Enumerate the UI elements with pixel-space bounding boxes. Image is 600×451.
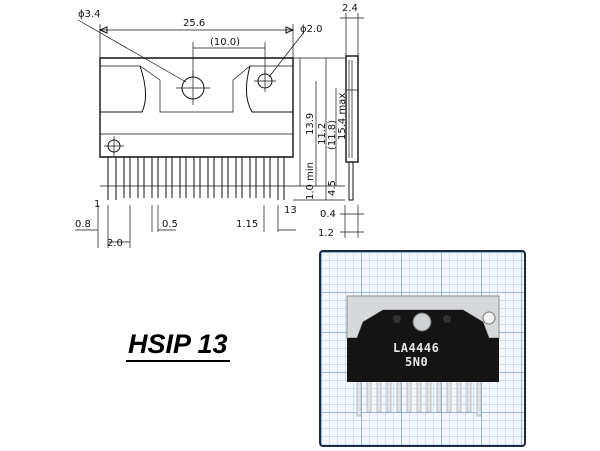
dim-lead-width: 0.5 <box>162 219 178 230</box>
leader-lines <box>77 19 305 83</box>
dim-height-13-9: 13.9 <box>305 113 316 135</box>
dim-height-11-8: (11.8) <box>327 120 338 150</box>
chip-dot-left <box>393 315 401 323</box>
dim-overall-width-label: 25.6 <box>183 18 205 29</box>
chip-photo: LA4446 5N0 <box>319 250 526 447</box>
package-side-view <box>340 13 364 238</box>
dim-hole-left: ϕ3.4 <box>78 9 101 20</box>
dim-height-11-2: 11.2 <box>317 123 328 145</box>
package-body-front-view <box>99 57 294 158</box>
chip-small-hole <box>482 311 496 325</box>
dim-side-thickness: 2.4 <box>342 3 358 14</box>
pin1-marker <box>104 136 124 156</box>
dim-first-pitch: 2.0 <box>107 238 123 249</box>
dim-overall-width <box>98 24 295 58</box>
chip-leads-photo <box>356 379 482 417</box>
dim-side-width: 1.2 <box>318 228 334 239</box>
pin-label-first: 1 <box>94 199 100 210</box>
chip-mounting-hole <box>412 312 432 332</box>
chip-marking-line2: 5N0 <box>405 355 429 369</box>
dim-lead-min: 1.0 min <box>305 162 316 200</box>
package-name-label: HSIP 13 <box>126 330 230 363</box>
chip-black-body <box>347 310 499 382</box>
dim-bottom-lines <box>75 205 296 248</box>
dim-hole-spacing-label: (10.0) <box>210 37 240 48</box>
pin-label-last: 13 <box>284 205 297 216</box>
dim-hole-spacing <box>192 42 266 77</box>
chip-marking-line1: LA4446 <box>393 341 440 355</box>
dim-lead-thickness: 0.4 <box>320 209 336 220</box>
dim-lead-length: 4.5 <box>327 180 338 196</box>
dim-hole-right: ϕ2.0 <box>300 24 323 35</box>
dim-left-offset: 0.8 <box>75 219 91 230</box>
dim-lead-pitch: 1.15 <box>236 219 258 230</box>
dim-height-max: 15.4 max <box>337 93 348 140</box>
chip-photo-drawing <box>346 295 500 417</box>
chip-dot-right <box>443 315 451 323</box>
package-leads <box>100 157 293 200</box>
dim-vertical-lines <box>293 57 345 201</box>
